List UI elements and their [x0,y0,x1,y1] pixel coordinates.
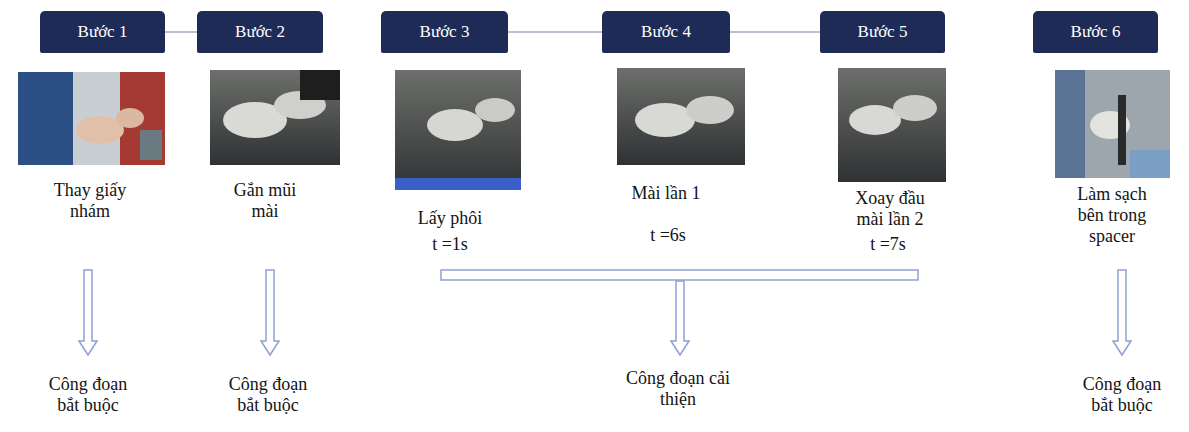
hollow-arrow [1113,270,1131,355]
step-caption: Mài lần 1 [606,183,726,204]
step-caption: Xoay đầu mài lần 2 [845,188,935,230]
step-header: Bước 5 [820,11,945,53]
step-title: Bước 1 [78,22,128,42]
step-connector [165,31,197,33]
step-caption: t =6s [628,225,708,246]
bracket-bar [441,270,918,280]
step-caption: Thay giấy nhám [40,180,140,222]
stage-category: Công đoạn bắt buộc [38,374,138,416]
step-caption: Lấy phôi [390,208,510,229]
step-header: Bước 3 [381,11,508,53]
step-caption: t =1s [410,234,490,255]
stage-category: Công đoạn bắt buộc [1072,374,1172,416]
step-title: Bước 2 [235,22,285,42]
photo [1055,70,1170,178]
photo [18,72,165,165]
step-header: Bước 6 [1033,11,1158,53]
step-title: Bước 3 [420,22,470,42]
step-caption: Làm sạch bên trong spacer [1068,184,1156,247]
hollow-arrow [79,270,97,355]
photo [395,70,521,190]
step-title: Bước 5 [858,22,908,42]
stage-category: Công đoạn bắt buộc [218,374,318,416]
step-title: Bước 6 [1071,22,1121,42]
photo [838,68,946,182]
step-header: Bước 2 [197,11,323,53]
step-title: Bước 4 [641,22,691,42]
step-caption: Gắn mũi mài [227,180,303,222]
step-connector [730,31,820,33]
hollow-arrow [671,281,689,355]
photo [617,68,745,165]
step-header: Bước 4 [602,11,730,53]
photo [210,70,340,165]
stage-category: Công đoạn cải thiện [626,368,730,410]
step-caption: t =7s [848,234,928,255]
hollow-arrow [261,270,279,355]
step-connector [508,31,602,33]
step-header: Bước 1 [40,11,165,53]
